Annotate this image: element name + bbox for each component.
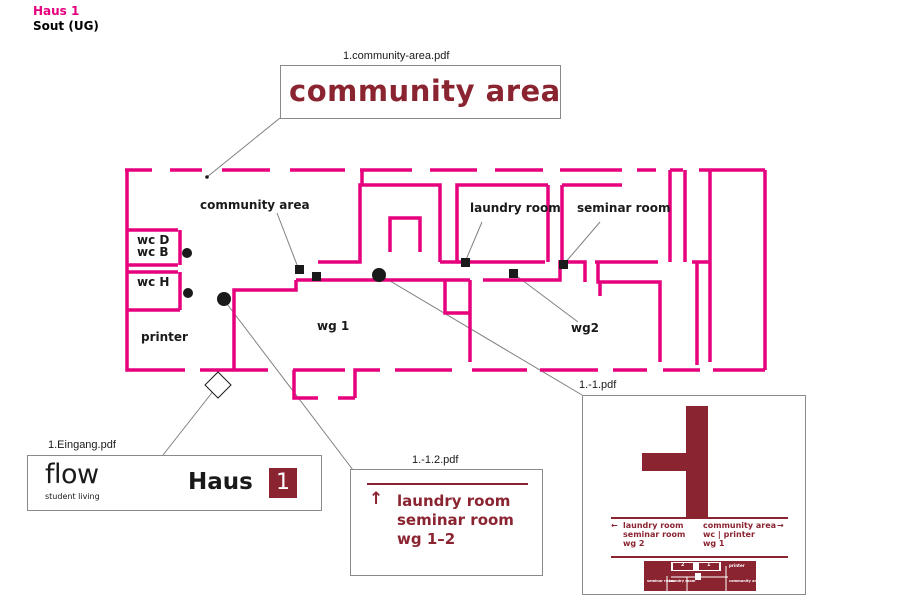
directional-line-2: seminar room [397,511,514,529]
directional-sign: ↑ laundry room seminar room wg 1–2 [350,469,543,576]
room-label-wg2: wg2 [571,321,600,335]
marker-wc-h [183,288,193,298]
entrance-sign-filename: 1.Eingang.pdf [48,439,116,451]
room-label-community-area: community area [200,198,310,212]
room-label-wc-h: wc H [137,275,170,289]
floor-digit-stem [686,406,708,517]
floor-sign-top-rule [611,517,788,519]
room-label-wc-d: wc D [137,233,170,247]
floor-mini-map [644,561,756,591]
directional-arrow-icon: ↑ [369,489,384,509]
floor-right-line-1: community area [703,521,777,530]
floor-left-arrow-icon: ← [611,521,618,530]
house-number: 1 [276,470,290,495]
floor-digit-minus [642,453,694,471]
floor-left-line-1: laundry room [623,521,684,530]
mini-map-label-laundry: laundry room [669,579,696,583]
floor-sign-filename: 1.-1.pdf [579,379,617,391]
marker-direction-sign [217,292,231,306]
floor-sign-bottom-rule [611,556,788,558]
house-label: Haus [188,469,253,495]
marker-wc-b [182,248,192,258]
marker-floor-sign [372,268,386,282]
marker-laundry [461,258,470,267]
marker-community-area [295,265,304,274]
floor-sign-graphic [611,406,788,591]
floor-right-line-3: wg 1 [703,539,725,548]
marker-wg1 [312,272,321,281]
directional-line-3: wg 1–2 [397,530,456,548]
page-title: Haus 1 [33,4,80,18]
community-sign-filename: 1.community-area.pdf [343,50,450,62]
directional-top-rule [367,483,528,485]
floor-right-arrow-icon: → [777,521,784,530]
mini-map-label-printer: printer [729,563,745,568]
house-number-badge: 1 [269,468,297,498]
mini-map-label-2: 2 [681,562,685,568]
floor-left-line-3: wg 2 [623,539,645,548]
brand-tagline: student living [45,492,100,501]
leader-lines [162,117,601,471]
walls [125,168,767,400]
mini-map-label-1: 1 [707,562,711,568]
marker-seminar [559,260,568,269]
community-sign-text: community area [289,74,561,108]
mini-map-label-community: community area [729,579,761,583]
floor-sign: ← laundry room seminar room wg 2 communi… [582,395,806,595]
directional-sign-filename: 1.-1.2.pdf [412,454,459,466]
floor-right-line-2: wc | printer [703,530,755,539]
room-label-printer: printer [141,330,188,344]
room-label-wc-b: wc B [137,245,169,259]
room-label-wg1: wg 1 [317,319,350,333]
entrance-sign: flow student living Haus 1 [27,455,322,511]
room-label-laundry: laundry room [470,201,561,215]
sign-markers [182,175,568,306]
brand-logo: flow [45,459,99,490]
directional-line-1: laundry room [397,492,511,510]
floor-left-line-2: seminar room [623,530,686,539]
community-sign: community area [280,65,561,119]
entrance-marker [204,371,232,399]
mini-map-label-seminar: seminar room [647,579,675,583]
marker-community-sign [205,175,209,179]
room-label-seminar: seminar room [577,201,671,215]
floor-subtitle: Sout (UG) [33,19,99,33]
marker-wg2 [509,269,518,278]
